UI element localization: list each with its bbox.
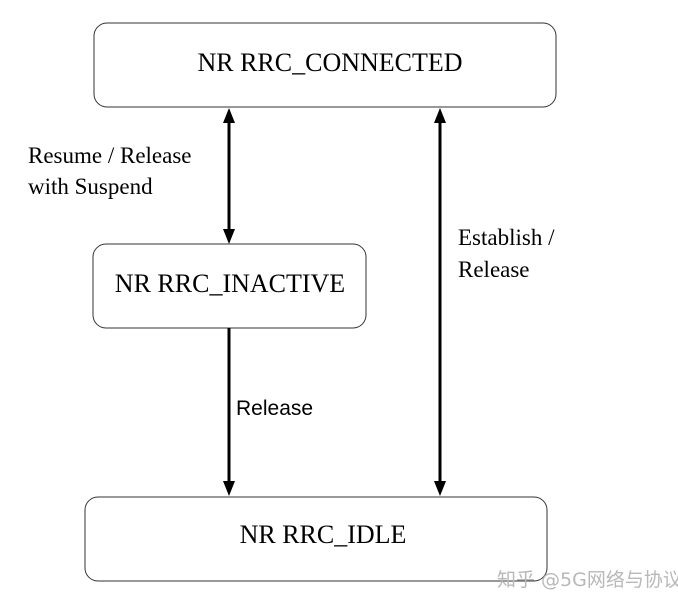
state-connected: NR RRC_CONNECTED <box>93 22 557 108</box>
edge-connected-inactive <box>223 108 235 244</box>
arrow-up-to-connected <box>223 108 235 123</box>
state-idle-box <box>84 496 548 582</box>
state-idle: NR RRC_IDLE <box>84 496 548 582</box>
edge-inactive-idle <box>223 328 235 496</box>
label-establish-release: Establish / Release <box>458 225 555 282</box>
label-establish-release-line2: Release <box>458 257 530 282</box>
edge-connected-idle <box>434 108 446 496</box>
arrow-down-to-idle-right <box>434 481 446 496</box>
arrow-up-to-connected-right <box>434 108 446 123</box>
state-connected-label: NR RRC_CONNECTED <box>197 48 462 77</box>
watermark-text: 知乎 @5G网络与协议 <box>497 569 678 591</box>
label-establish-release-line1: Establish / <box>458 225 555 250</box>
arrow-down-to-inactive <box>223 229 235 244</box>
state-inactive-label: NR RRC_INACTIVE <box>115 269 345 298</box>
label-resume-release-line2: with Suspend <box>28 174 153 199</box>
state-connected-box <box>93 22 557 108</box>
label-release: Release <box>236 397 313 420</box>
arrow-down-to-idle <box>223 481 235 496</box>
label-resume-release-line1: Resume / Release <box>28 143 192 168</box>
state-inactive: NR RRC_INACTIVE <box>92 243 367 329</box>
label-resume-release: Resume / Release with Suspend <box>28 143 192 199</box>
state-idle-label: NR RRC_IDLE <box>240 520 407 549</box>
